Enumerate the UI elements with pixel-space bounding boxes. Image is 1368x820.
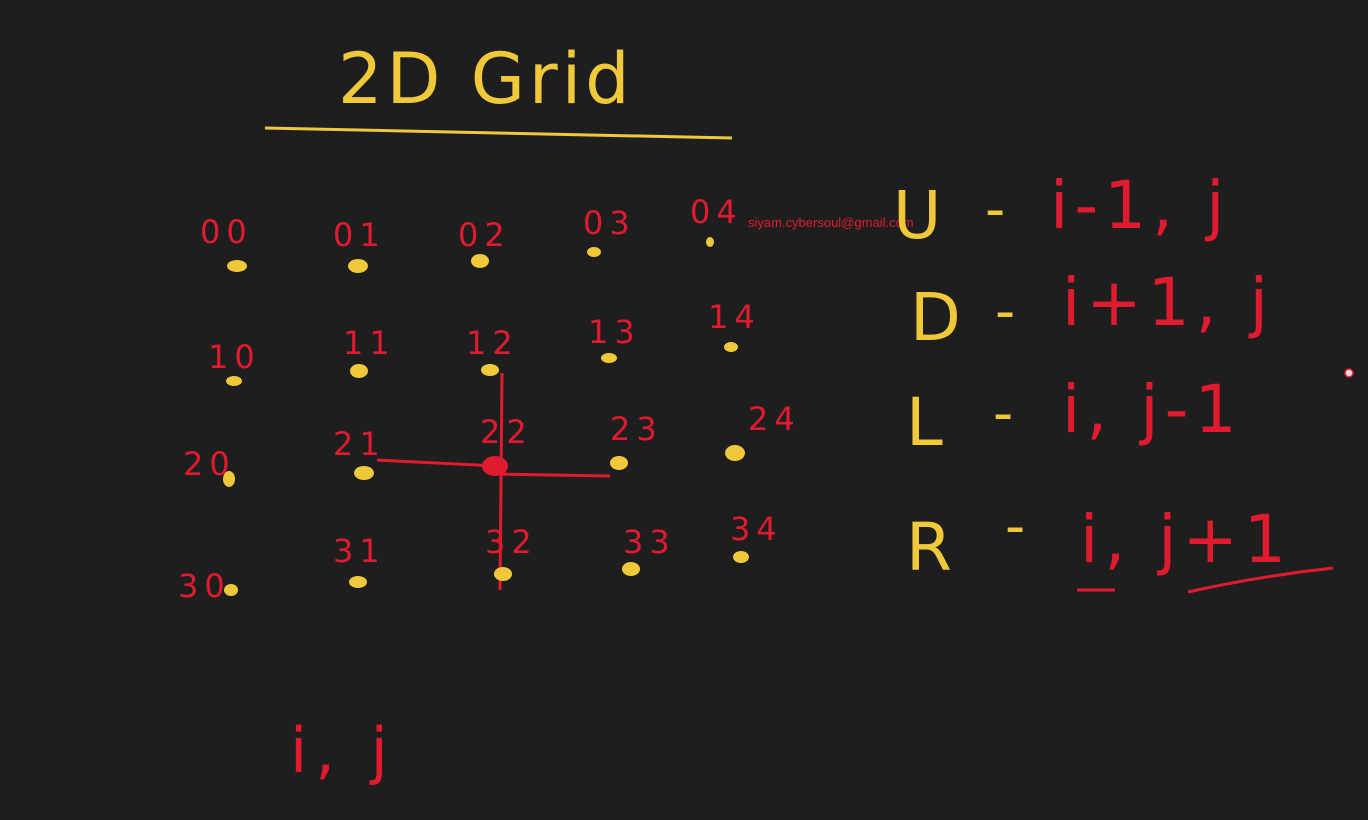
cell-dot [224, 584, 238, 596]
cell-dot [494, 567, 512, 581]
title-underline [264, 126, 733, 140]
cell-dot [349, 576, 367, 588]
cell-dot [601, 353, 617, 363]
cell-label-2-2: 22 [480, 413, 533, 451]
cell-label-3-1: 31 [333, 532, 386, 570]
rule-down-expr: i+1, j [1062, 264, 1274, 341]
neighbor-arrows [376, 372, 611, 591]
cell-dot [481, 364, 499, 376]
cell-dot [622, 562, 640, 576]
cell-dot [706, 237, 714, 247]
cell-label-3-2: 32 [485, 523, 538, 561]
cell-label-1-3: 13 [588, 313, 641, 351]
rule-up-dash: - [985, 177, 1005, 242]
cell-label-3-3: 33 [623, 523, 676, 561]
center-cell-dot [482, 456, 508, 476]
cell-label-1-4: 14 [708, 298, 761, 336]
cell-dot [354, 466, 374, 480]
cell-label-2-3: 23 [610, 410, 663, 448]
rule-down-dash: - [995, 279, 1015, 344]
left-line [376, 458, 498, 468]
page-title: 2D Grid [338, 38, 634, 120]
rule-left-expr: i, j-1 [1062, 371, 1242, 448]
cell-label-0-1: 01 [333, 216, 386, 254]
cell-label-1-2: 12 [466, 324, 519, 362]
watermark-email: siyam.cybersoul@gmail.com [748, 215, 914, 230]
grid-labels: 00 01 02 03 04 10 11 12 13 14 20 21 22 2… [178, 193, 801, 605]
cell-label-0-3: 03 [583, 204, 636, 242]
cell-dot [610, 456, 628, 470]
cell-dot [725, 445, 745, 461]
cell-label-3-0: 30 [178, 567, 231, 605]
rule-up-letter: U [893, 177, 941, 254]
rule-down-letter: D [910, 279, 961, 356]
cell-label-3-4: 34 [730, 510, 783, 548]
rule-left-dash: - [993, 381, 1013, 446]
cell-label-2-4: 24 [748, 400, 801, 438]
direction-rules: U - i-1, j D - i+1, j L - i, j-1 R - i, … [893, 167, 1334, 594]
rule-right-letter: R [906, 509, 952, 586]
cell-label-2-0: 20 [183, 445, 236, 483]
cell-dot [471, 254, 489, 268]
vertical-line [498, 372, 504, 591]
rule-right-underline-j [1187, 566, 1334, 594]
cursor-pointer [1344, 368, 1354, 378]
cell-dot [223, 471, 235, 487]
cell-label-2-1: 21 [333, 425, 386, 463]
cell-dot [348, 259, 368, 273]
right-line [496, 472, 611, 478]
cell-dots [223, 237, 749, 596]
rule-left-letter: L [906, 384, 943, 461]
rule-right-dash: - [1005, 494, 1025, 559]
cell-dot [350, 364, 368, 378]
cell-label-0-0: 00 [200, 213, 253, 251]
cell-label-0-2: 02 [458, 216, 511, 254]
rule-up-expr: i-1, j [1050, 167, 1230, 244]
cell-dot [587, 247, 601, 257]
bottom-ij-label: i, j [290, 714, 396, 787]
cell-label-1-0: 10 [208, 338, 261, 376]
rule-right-expr: i, j+1 [1080, 501, 1292, 578]
cell-label-1-1: 11 [343, 324, 396, 362]
cell-dot [724, 342, 738, 352]
cell-dot [227, 260, 247, 272]
cell-label-0-4: 04 [690, 193, 743, 231]
cell-dot [226, 376, 242, 386]
cell-dot [733, 551, 749, 563]
